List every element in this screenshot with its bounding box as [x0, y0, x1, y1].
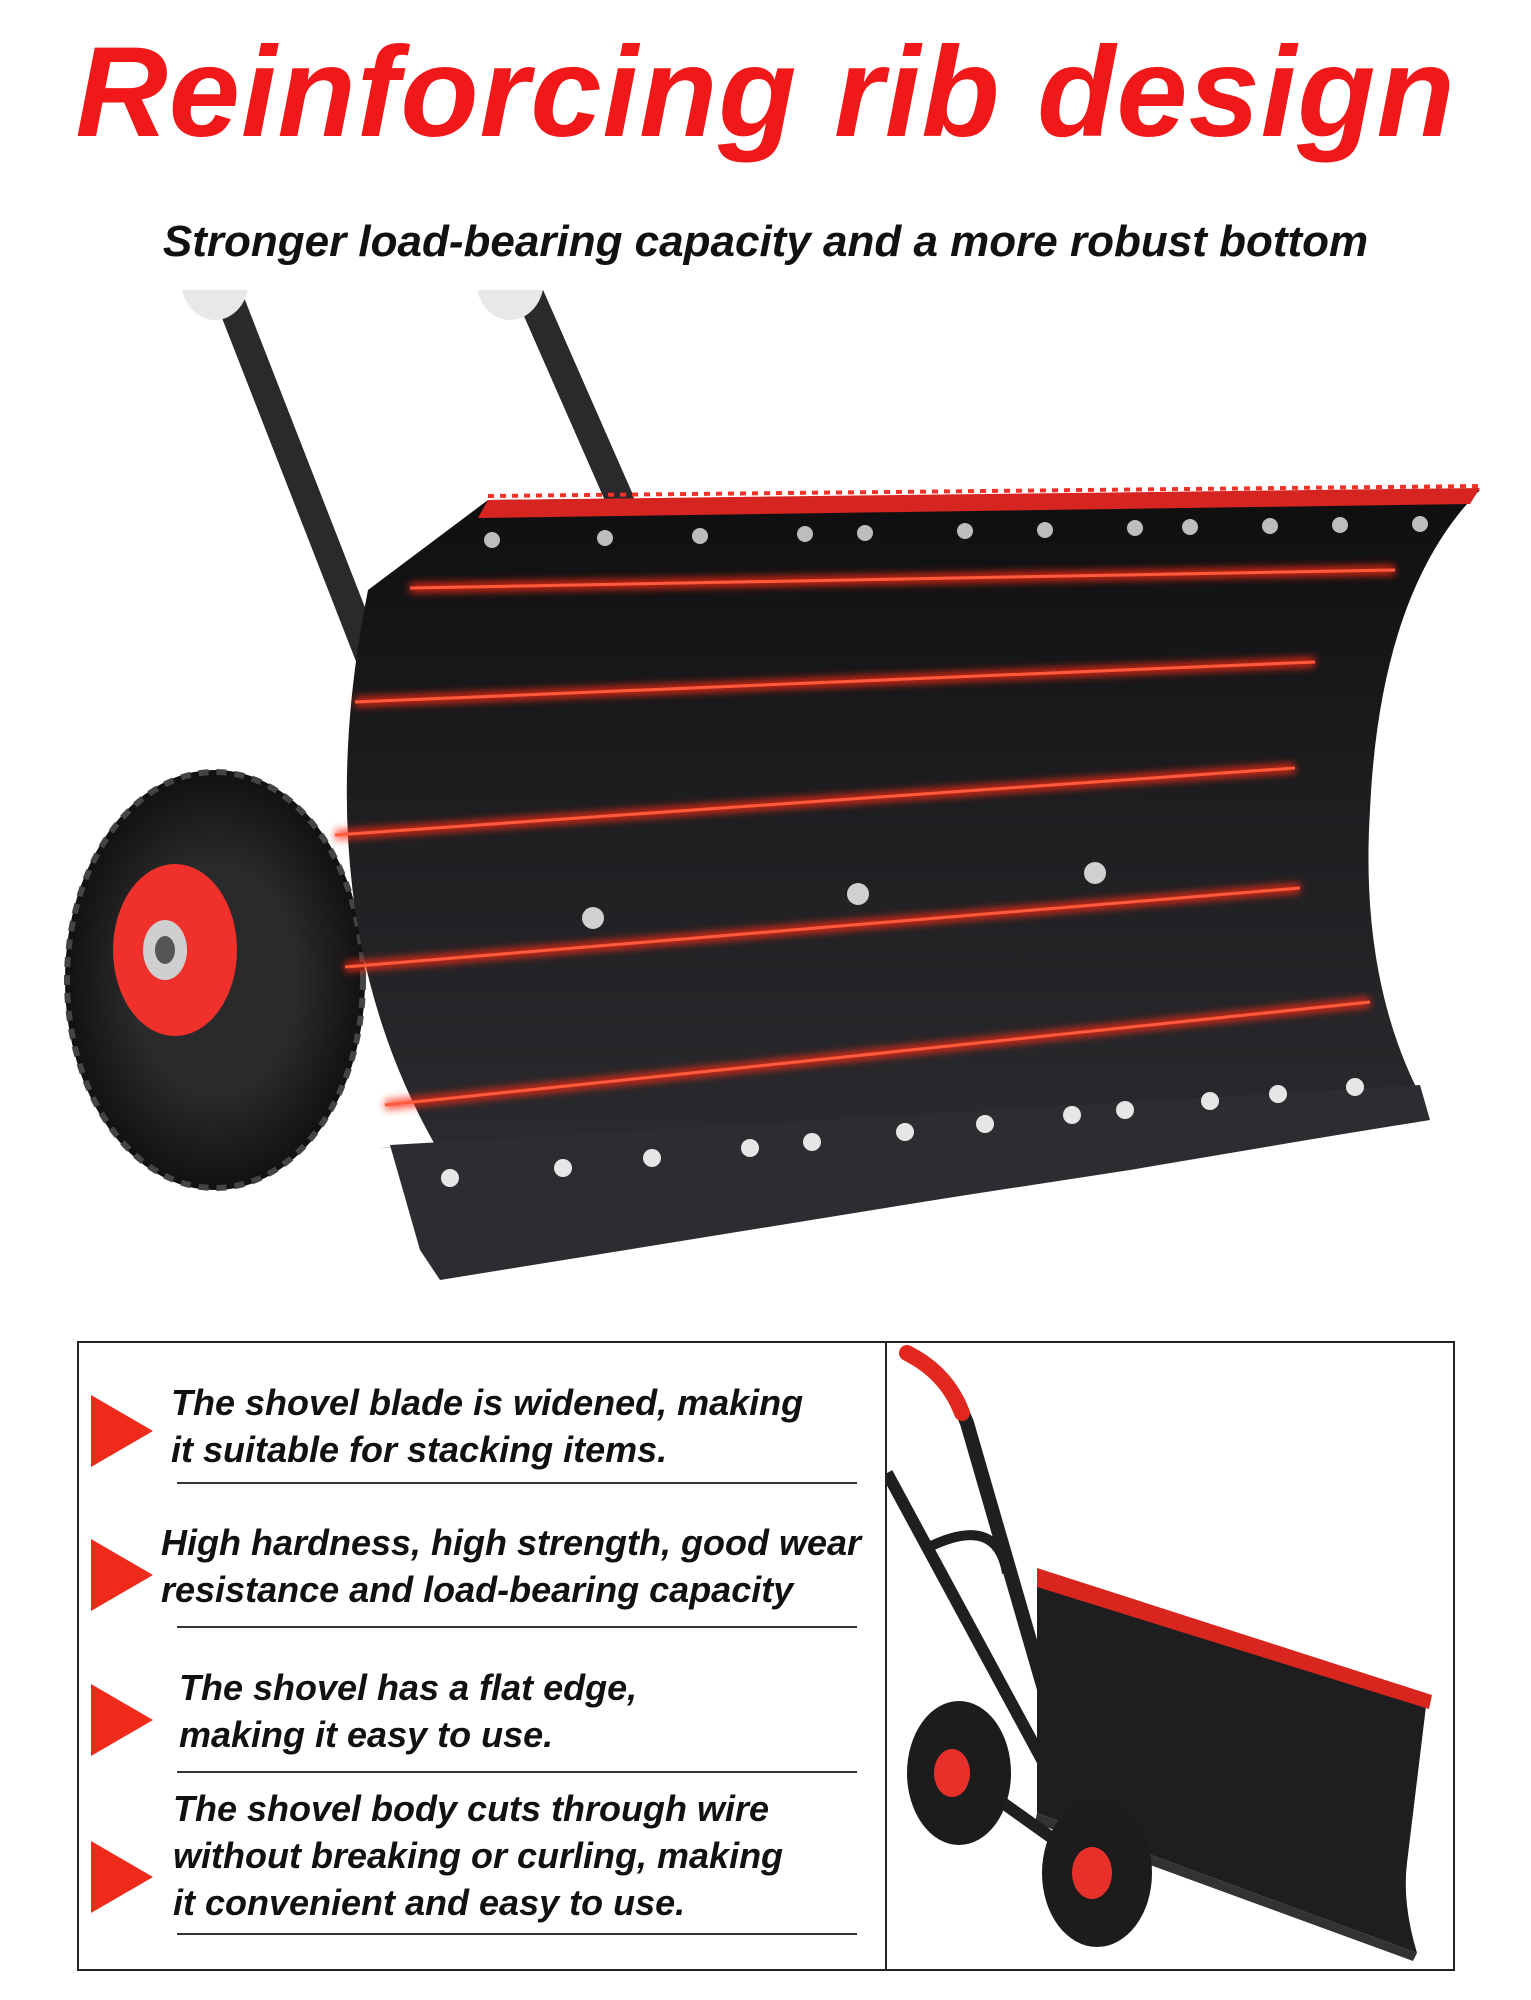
edge-bolts: [441, 1078, 1364, 1187]
feature-divider: [177, 1482, 857, 1484]
feature-text: The shovel blade is widened, making it s…: [171, 1382, 804, 1470]
feature-text: High hardness, high strength, good wear …: [161, 1522, 862, 1610]
panel-divider: [885, 1341, 887, 1971]
feature-divider: [177, 1933, 857, 1935]
feature-divider: [177, 1626, 857, 1628]
feature-text: The shovel has a flat edge, making it ea…: [179, 1667, 638, 1755]
reinforcing-ribs: [334, 565, 1396, 1110]
feature-item-4: The shovel body cuts through wire withou…: [77, 1779, 885, 1969]
triangle-arrow-icon: [91, 1395, 153, 1467]
feature-text: The shovel body cuts through wire withou…: [173, 1788, 784, 1923]
feature-panel: [77, 1341, 1455, 1971]
triangle-arrow-icon: [91, 1684, 153, 1756]
feature-item-2: High hardness, high strength, good wear …: [77, 1485, 885, 1645]
feature-item-3: The shovel has a flat edge, making it ea…: [77, 1630, 885, 1780]
feature-divider: [177, 1771, 857, 1773]
headline-subtitle: Stronger load-bearing capacity and a mor…: [162, 217, 1369, 266]
headline-title: Reinforcing rib design: [75, 21, 1456, 164]
triangle-arrow-icon: [91, 1539, 153, 1611]
center-bolts: [582, 862, 1106, 929]
top-bolts: [484, 516, 1428, 548]
wheel: [64, 769, 366, 1191]
shovel-blade: [346, 484, 1483, 1280]
snow-shovel-side-image: [887, 1345, 1432, 1961]
feature-item-1: The shovel blade is widened, making it s…: [77, 1341, 885, 1501]
triangle-arrow-icon: [91, 1841, 153, 1913]
snow-shovel-hero-image: [64, 290, 1483, 1280]
